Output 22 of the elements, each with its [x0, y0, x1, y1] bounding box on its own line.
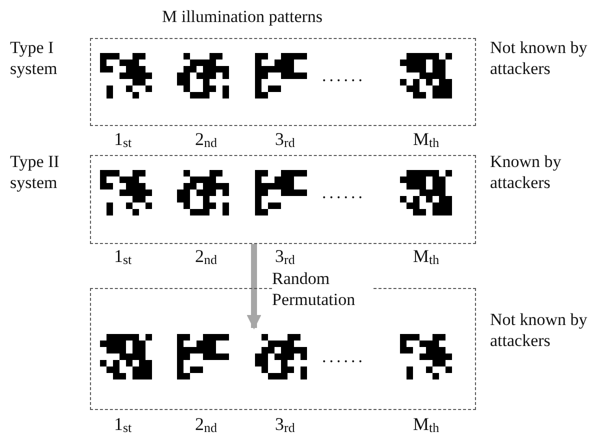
ordinal-label: M$_{th}$	[413, 414, 440, 437]
system-type-label: Type II system	[10, 151, 60, 193]
ordinal-label: 3$_{rd}$	[275, 414, 295, 437]
ellipsis-dots: ......	[322, 182, 366, 203]
ordinal-label: 2$_{nd}$	[195, 246, 217, 269]
ordinal-label: 2$_{nd}$	[195, 129, 217, 152]
ellipsis-dots: ......	[322, 346, 366, 367]
ordinal-label: 2$_{nd}$	[195, 414, 217, 437]
system-type-label: Type I system	[10, 37, 58, 79]
ordinal-label: M$_{th}$	[413, 246, 440, 269]
ordinal-label: M$_{th}$	[413, 129, 440, 152]
attacker-knowledge-label: Known by attackers	[490, 151, 562, 193]
attacker-knowledge-label: Not known by attackers	[490, 37, 588, 79]
heading: M illumination patterns	[162, 6, 323, 27]
attacker-knowledge-label: Not known by attackers	[490, 309, 588, 351]
ordinal-label: 1$_{st}$	[114, 129, 132, 152]
ordinal-label: 1$_{st}$	[114, 414, 132, 437]
ordinal-label: 1$_{st}$	[114, 246, 132, 269]
ordinal-label: 3$_{rd}$	[275, 246, 295, 269]
ellipsis-dots: ......	[322, 65, 366, 86]
ordinal-label: 3$_{rd}$	[275, 129, 295, 152]
arrow	[246, 244, 262, 330]
